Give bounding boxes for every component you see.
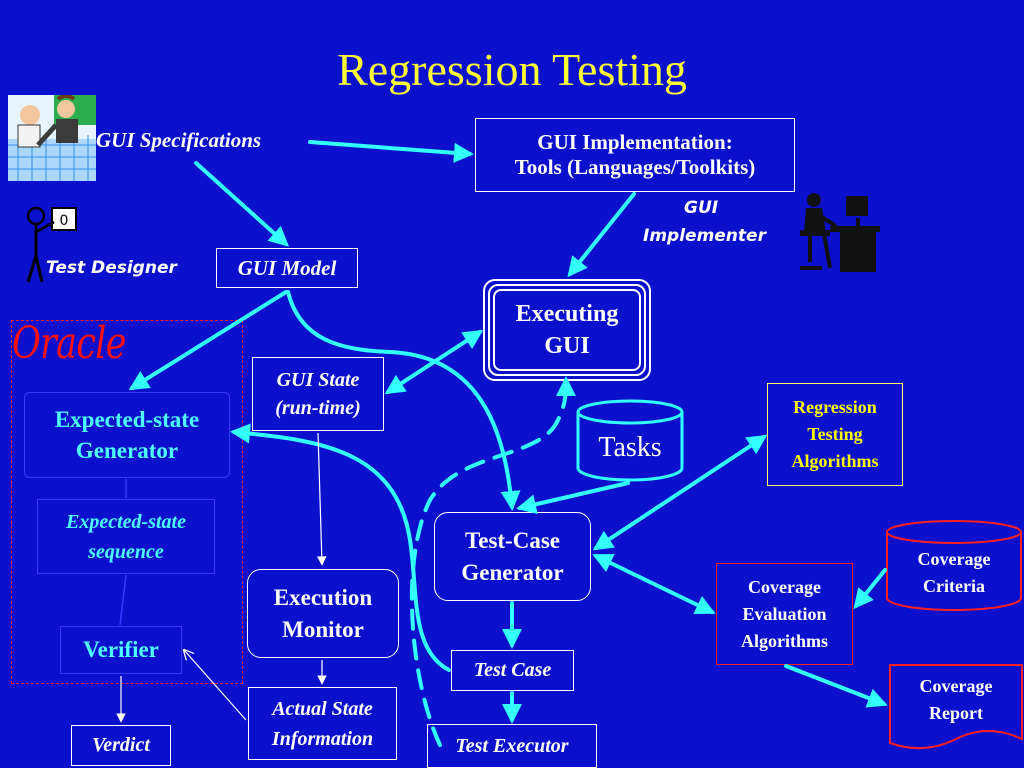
- arrow-state-to-monitor: [316, 432, 327, 566]
- coverage-report-label: Coverage Report: [890, 672, 1022, 728]
- verifier-text: Verifier: [83, 637, 159, 662]
- oracle-label: Oracle: [12, 318, 126, 369]
- coverage-criteria-cylinder: [886, 520, 1022, 611]
- test-designer-label: Test Designer: [46, 258, 177, 278]
- expected-state-generator-line1: Expected-state: [54, 407, 200, 432]
- gui-state-box: GUI State (run-time): [252, 357, 384, 431]
- expected-state-generator-box: Expected-state Generator: [24, 392, 230, 478]
- regression-algorithms-box: Regression Testing Algorithms: [767, 383, 903, 486]
- execution-monitor-line1: Execution: [273, 584, 373, 610]
- arrow-spec-to-model: [194, 161, 289, 247]
- coverage-criteria-line1: Coverage: [917, 549, 991, 569]
- regression-algorithms-line1: Regression: [793, 397, 877, 417]
- gui-model-text: GUI Model: [237, 255, 337, 280]
- expected-state-generator-line2: Generator: [75, 438, 179, 463]
- expected-state-sequence-line2: sequence: [88, 540, 164, 563]
- verdict-text: Verdict: [92, 734, 150, 756]
- coverage-evaluation-line1: Coverage: [748, 576, 821, 597]
- test-case-generator-box: Test-Case Generator: [434, 512, 591, 601]
- coverage-criteria-label: Coverage Criteria: [888, 544, 1020, 602]
- coverage-evaluation-line3: Algorithms: [741, 630, 828, 651]
- stick-figure-icon: 0: [26, 206, 77, 283]
- executing-gui-line2: GUI: [544, 333, 590, 359]
- test-case-text: Test Case: [473, 659, 552, 681]
- page-title: Regression Testing: [337, 44, 687, 95]
- gui-specifications-label: GUI Specifications: [96, 128, 262, 152]
- gui-implementation-box: GUI Implementation: Tools (Languages/Too…: [475, 118, 795, 192]
- person-at-computer-icon: [800, 193, 880, 272]
- coverage-criteria-line2: Criteria: [923, 576, 985, 596]
- coverage-evaluation-box: Coverage Evaluation Algorithms: [716, 563, 853, 665]
- clipart-people-blueprint-icon: [8, 95, 96, 181]
- actual-state-line2: Information: [271, 727, 374, 750]
- verifier-box: Verifier: [60, 626, 182, 674]
- arrow-model-to-expected: [128, 290, 288, 391]
- gui-state-line2: (run-time): [275, 397, 361, 419]
- executing-gui-line1: Executing: [515, 301, 619, 327]
- executing-gui-inner-border: [488, 284, 646, 376]
- gui-model-box: GUI Model: [216, 248, 358, 288]
- gui-implementer-label-line1: GUI: [684, 198, 719, 218]
- arrow-regression-generator: [592, 434, 768, 551]
- arrow-criteria-to-evaluation: [853, 568, 887, 610]
- execution-monitor-box: Execution Monitor: [247, 569, 399, 658]
- arrow-testcase-to-expected: [230, 423, 451, 672]
- test-case-box: Test Case: [451, 650, 574, 691]
- regression-algorithms-line3: Algorithms: [791, 451, 879, 471]
- oracle-frame: [11, 320, 243, 684]
- arrow-generator-coverage-eval: [592, 553, 716, 615]
- coverage-report-line2: Report: [929, 703, 983, 723]
- link-sequence-to-verifier: [119, 574, 127, 626]
- coverage-evaluation-line2: Evaluation: [742, 603, 827, 624]
- expected-state-sequence-line1: Expected-state: [66, 510, 186, 533]
- test-case-generator-line2: Generator: [461, 559, 564, 585]
- expected-state-sequence-box: Expected-state sequence: [37, 499, 215, 574]
- actual-state-line1: Actual State: [272, 697, 373, 720]
- svg-text:0: 0: [60, 213, 69, 229]
- coverage-report-document: [889, 664, 1023, 750]
- gui-state-line1: GUI State: [276, 369, 360, 391]
- arrow-spec-to-implementation: [308, 140, 474, 163]
- verdict-box: Verdict: [71, 725, 171, 766]
- test-case-generator-line1: Test-Case: [465, 527, 560, 553]
- arrow-state-executing: [384, 329, 484, 395]
- gui-implementation-line2: Tools (Languages/Toolkits): [514, 155, 756, 179]
- test-executor-text: Test Executor: [455, 734, 569, 757]
- executing-gui-content: Executing GUI: [493, 289, 641, 371]
- dashed-executor-to-executing: [409, 376, 576, 747]
- execution-monitor-line2: Monitor: [282, 616, 364, 642]
- arrow-model-to-testcase-generator: [286, 290, 521, 511]
- gui-implementer-label-line2: Implementer: [643, 226, 766, 246]
- coverage-report-line1: Coverage: [919, 676, 993, 696]
- arrow-evaluation-to-report: [784, 664, 888, 708]
- arrow-implementation-to-executing: [567, 192, 636, 278]
- gui-implementation-line1: GUI Implementation:: [537, 130, 733, 154]
- arrow-actual-to-verifier: [184, 650, 247, 721]
- regression-algorithms-line2: Testing: [807, 424, 863, 444]
- actual-state-box: Actual State Information: [248, 687, 397, 760]
- arrow-tasks-to-generator: [516, 481, 630, 515]
